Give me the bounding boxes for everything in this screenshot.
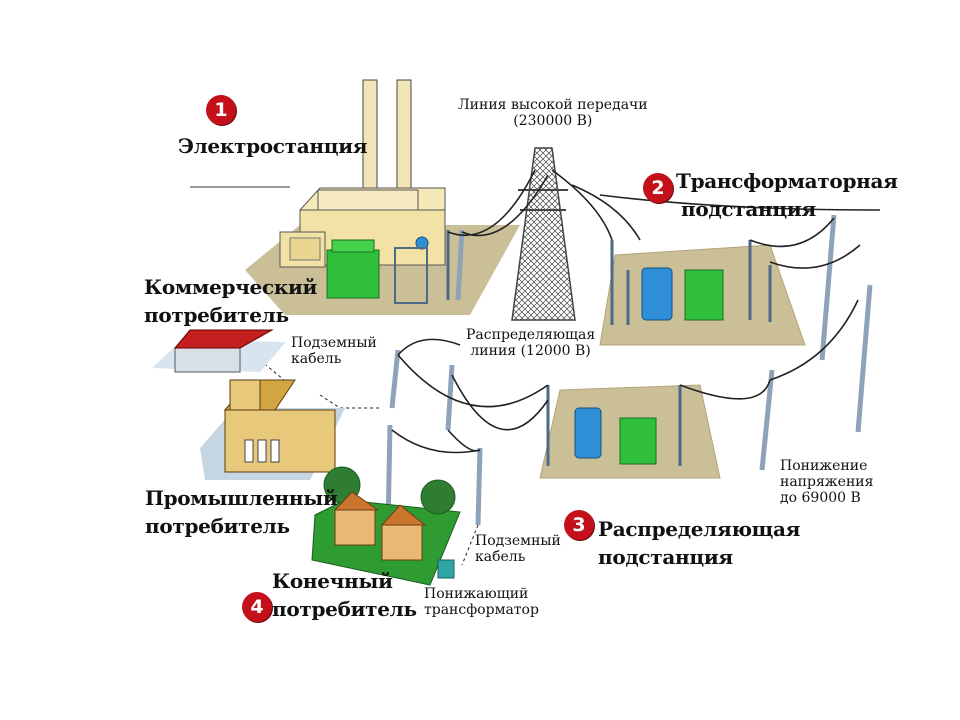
distribution-substation-label-line2: подстанция: [598, 545, 733, 569]
step-down-transformer-box: [437, 559, 455, 579]
power-station-label: Электростанция: [178, 134, 368, 158]
distribution-line-label: Распределяющая линия (12000 В): [466, 327, 595, 359]
end-consumer-label-line2: потребитель: [272, 597, 417, 621]
power-station-transformer: [326, 230, 450, 304]
voltage-reduction-label-line3: до 69000 В: [780, 490, 861, 507]
step-down-transformer-label-line2: трансформатор: [424, 602, 539, 619]
industrial-consumer-label-line2: потребитель: [145, 514, 290, 538]
underground-cable-label-bottom-line2: кабель: [475, 549, 526, 566]
transformer-substation-label-line2: подстанция: [681, 197, 816, 221]
distribution-line-label-line2: линия (12000 В): [470, 343, 591, 360]
high-voltage-line-label-line1: Линия высокой передачи: [458, 97, 648, 113]
step-down-transformer-label-line1: Понижающий: [424, 586, 529, 602]
distribution-line-label-line1: Распределяющая: [466, 327, 596, 343]
distribution-substation-equipment: [546, 385, 682, 466]
industrial-building: [200, 379, 345, 480]
commercial-building: [152, 329, 286, 373]
transmission-tower: [511, 147, 576, 321]
underground-cable-label-bottom: Подземный кабель: [475, 533, 561, 565]
substation-transformers: [610, 240, 772, 325]
underground-cable-label-top: Подземный кабель: [291, 335, 377, 367]
end-consumer-label-line1: Конечный: [272, 569, 393, 593]
stage-1-badge: 1: [206, 95, 236, 125]
stage-4-badge: 4: [242, 592, 272, 622]
commercial-consumer-label-line1: Коммерческий: [144, 275, 318, 299]
commercial-consumer-label-line2: потребитель: [144, 303, 289, 327]
stage-3-badge: 3: [564, 510, 594, 540]
high-voltage-line-label-line2: (230000 В): [513, 113, 593, 130]
power-lines: [391, 169, 881, 454]
high-voltage-line-label: Линия высокой передачи (230000 В): [458, 97, 648, 129]
stage-2-badge: 2: [643, 173, 673, 203]
voltage-reduction-label: Понижение напряжения до 69000 В: [780, 458, 873, 506]
underground-cable-label-bottom-line1: Подземный: [475, 533, 561, 549]
voltage-reduction-label-line2: напряжения: [780, 474, 874, 491]
voltage-reduction-label-line1: Понижение: [780, 458, 868, 474]
transformer-substation-label-line1: Трансформаторная: [676, 169, 898, 193]
underground-cable-label-top-line1: Подземный: [291, 335, 377, 351]
residential-houses: [333, 491, 427, 561]
underground-cable-label-top-line2: кабель: [291, 351, 342, 368]
distribution-substation-label-line1: Распределяющая: [598, 517, 801, 541]
utility-poles: [385, 214, 873, 529]
step-down-transformer-label: Понижающий трансформатор: [424, 586, 539, 618]
industrial-consumer-label-line1: Промышленный: [145, 486, 338, 510]
